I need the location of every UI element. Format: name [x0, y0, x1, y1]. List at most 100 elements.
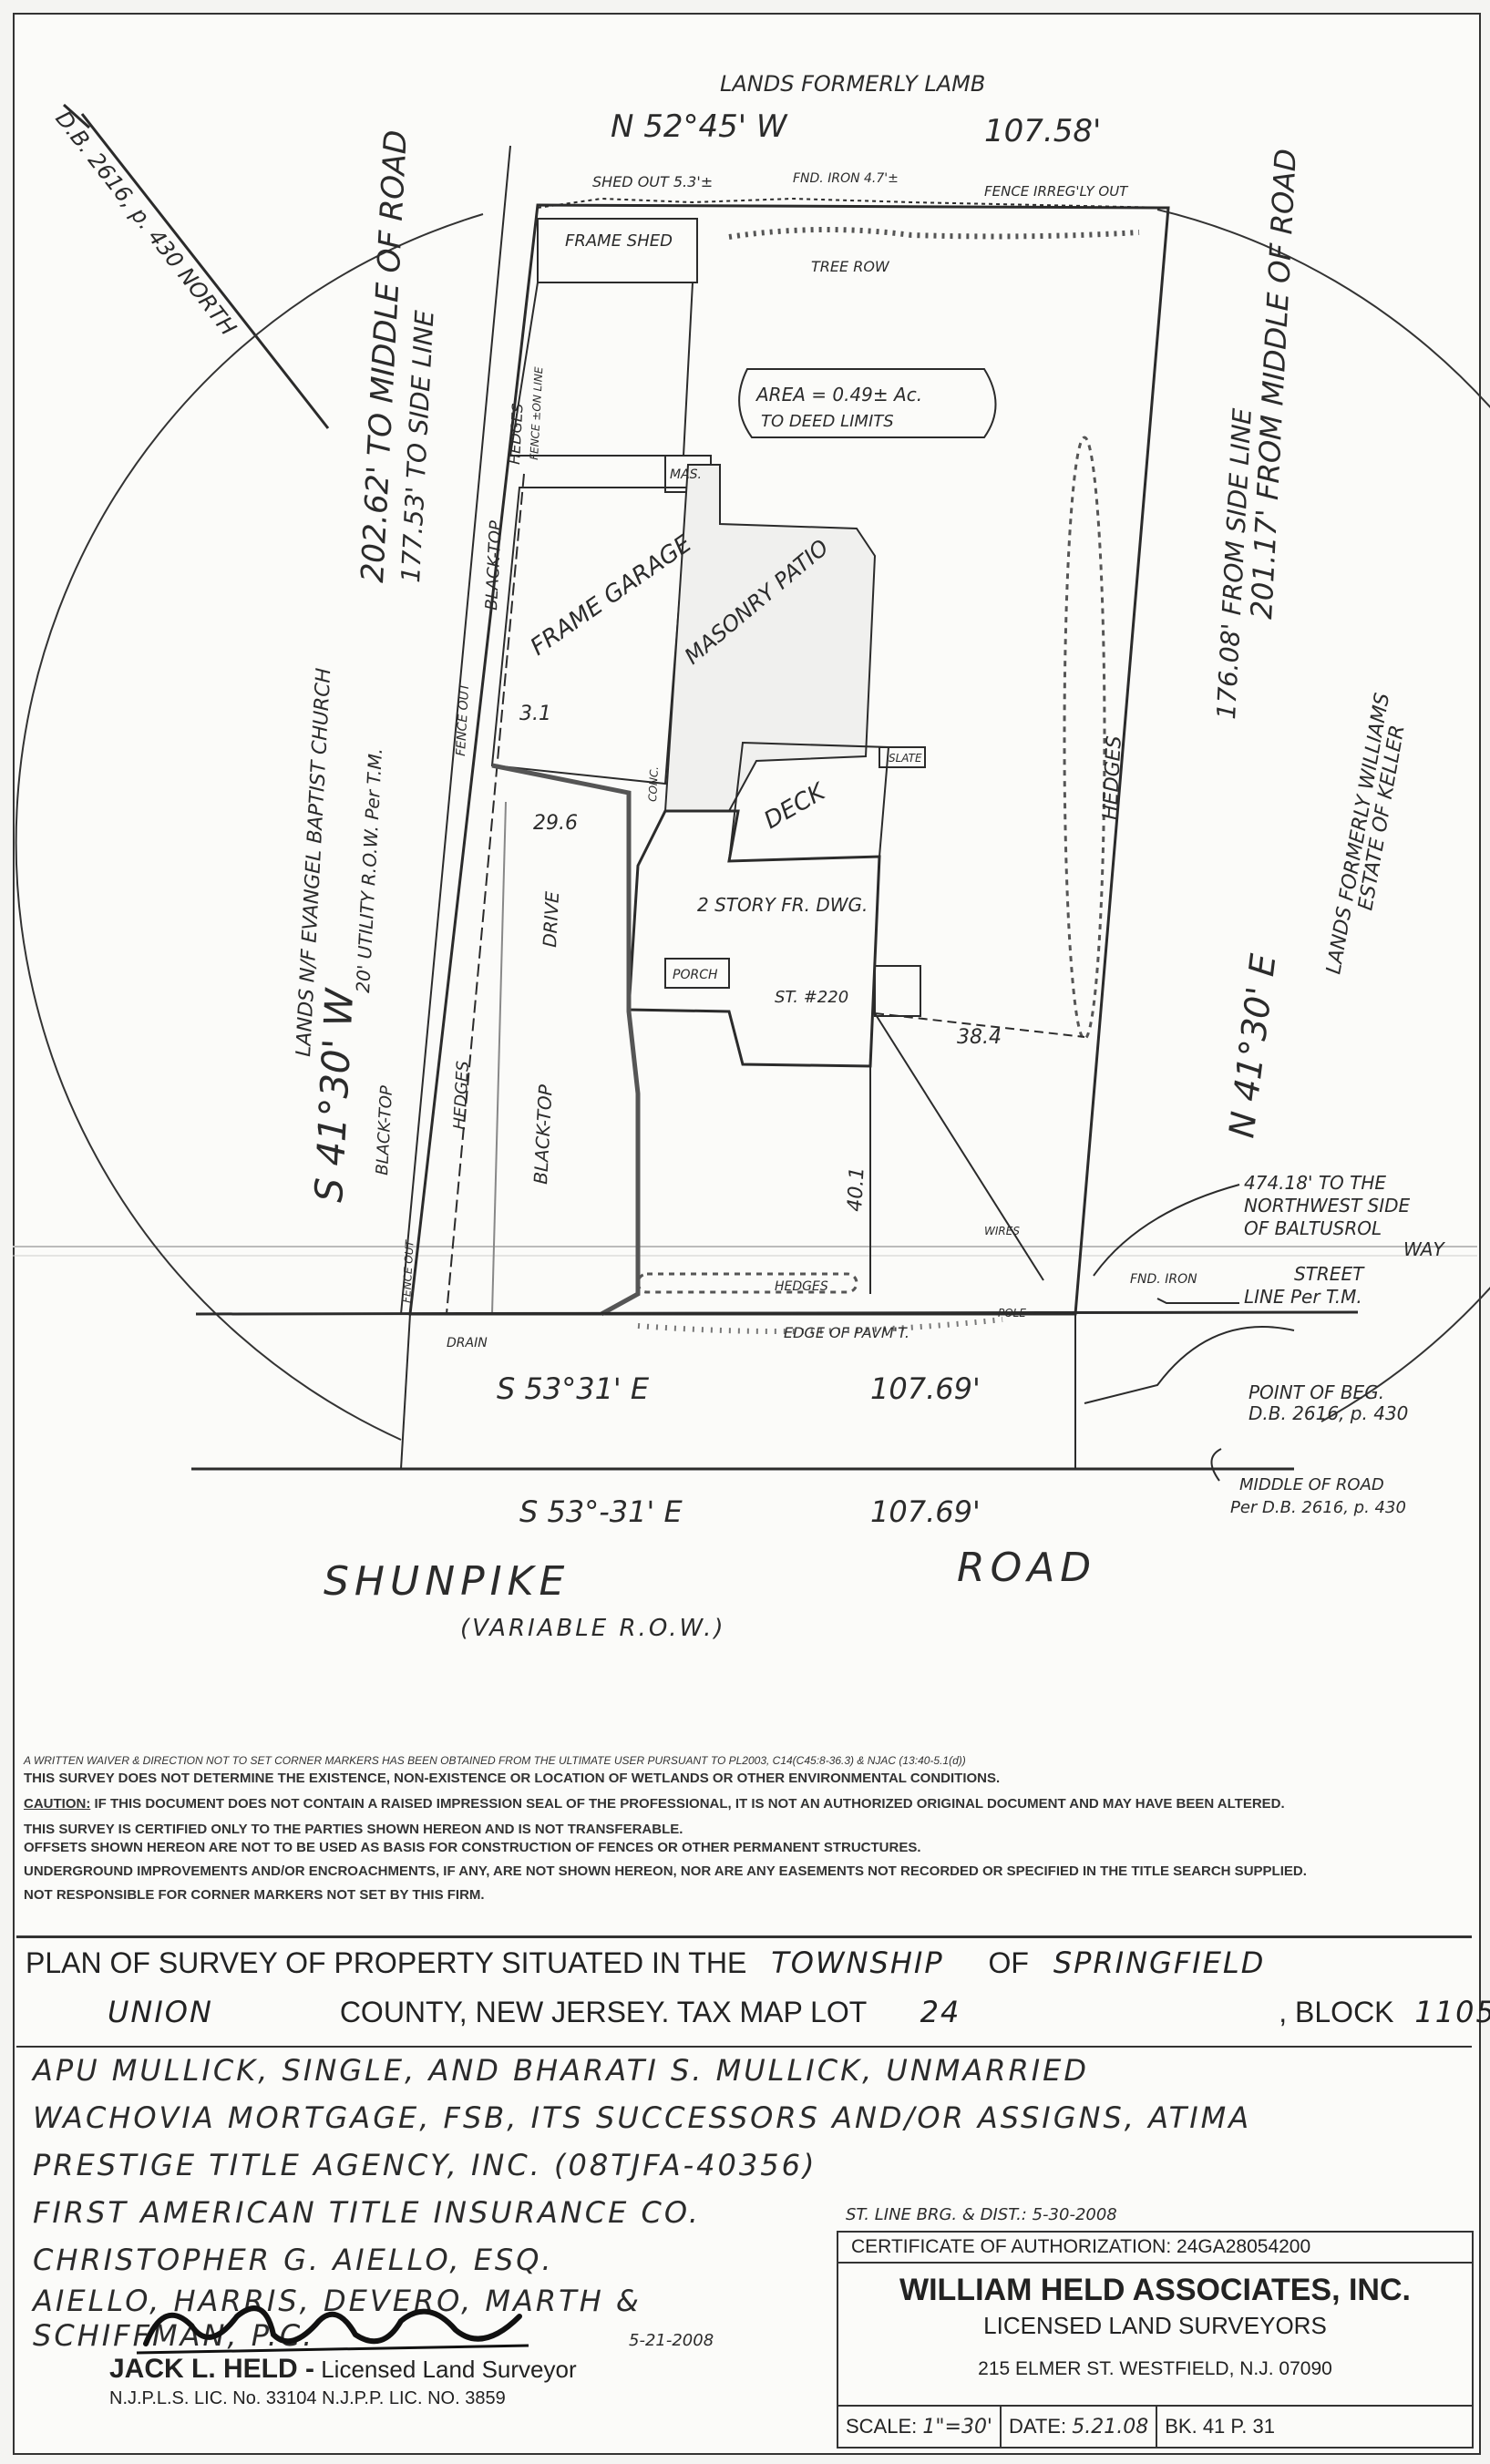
hedges-front	[636, 1272, 858, 1294]
utility-row-line	[446, 473, 525, 1315]
house	[627, 809, 881, 1068]
leader-beg	[1084, 1326, 1295, 1404]
signature-mark	[136, 2305, 529, 2355]
drive-label: DRIVE	[539, 890, 563, 948]
party-7: SCHIFFMAN, P.C.	[33, 2318, 315, 2353]
slate-label: SLATE	[889, 752, 922, 765]
fence-on-line: FENCE ±ON LINE	[528, 366, 545, 460]
title-block: PLAN OF SURVEY OF PROPERTY SITUATED IN T…	[16, 1935, 1490, 2048]
note-offsets: OFFSETS SHOWN HEREON ARE NOT TO BE USED …	[24, 1840, 921, 1855]
caution-label: CAUTION:	[24, 1796, 91, 1812]
survey-plan: D.B. 2616, p. 430 NORTH LANDS FORMER	[13, 71, 1490, 1642]
bearing-road: S 53°-31' E	[519, 1494, 683, 1529]
bearing-front: S 53°31' E	[497, 1371, 650, 1406]
note-underground: UNDERGROUND IMPROVEMENTS AND/OR ENCROACH…	[24, 1863, 1307, 1879]
east-from-middle: 201.17' FROM MIDDLE OF ROAD	[1244, 148, 1303, 620]
northwest-4: WAY	[1403, 1238, 1445, 1260]
scale-cell: SCALE: 1"=30'	[838, 2407, 1002, 2447]
county: UNION	[108, 1995, 213, 2029]
title-line-1: PLAN OF SURVEY OF PROPERTY SITUATED IN T…	[26, 1946, 1265, 1980]
road-name-2: ROAD	[957, 1545, 1096, 1591]
street-line-1: STREET	[1294, 1263, 1365, 1285]
sign-date: 5-21-2008	[629, 2331, 714, 2350]
surveyor-role: Licensed Land Surveyor	[314, 2356, 577, 2383]
leader-mid	[1210, 1448, 1222, 1482]
bearing-east: N 41°30' E	[1221, 951, 1283, 1140]
area-bracket	[738, 368, 997, 438]
st-line-note: ST. LINE BRG. & DIST.: 5-30-2008	[846, 2205, 1117, 2224]
northwest-2: NORTHWEST SIDE	[1244, 1195, 1411, 1217]
fence-north	[537, 197, 1169, 209]
mid-road-2: Per D.B. 2616, p. 430	[1230, 1498, 1406, 1517]
mas-label: MAS.	[670, 467, 702, 482]
area-sub: TO DEED LIMITS	[761, 412, 894, 431]
company-subtitle: LICENSED LAND SURVEYORS	[983, 2312, 1327, 2339]
note-waiver: A WRITTEN WAIVER & DIRECTION NOT TO SET …	[24, 1754, 966, 1767]
party-4: FIRST AMERICAN TITLE INSURANCE CO.	[33, 2195, 701, 2230]
scale-value: 1"=30'	[922, 2416, 992, 2438]
pavement-edge	[637, 1317, 1003, 1335]
company-address: 215 ELMER ST. WESTFIELD, N.J. 07090	[978, 2358, 1332, 2379]
note-wetlands: THIS SURVEY DOES NOT DETERMINE THE EXIST…	[24, 1771, 1001, 1786]
caution-text: IF THIS DOCUMENT DOES NOT CONTAIN A RAIS…	[90, 1796, 1285, 1812]
wire-line	[874, 1012, 1044, 1281]
note-certified: THIS SURVEY IS CERTIFIED ONLY TO THE PAR…	[24, 1822, 683, 1837]
pole-label: POLE	[998, 1307, 1026, 1319]
date-cell: DATE: 5.21.08	[1002, 2407, 1158, 2447]
survey-sheet	[13, 13, 1481, 2455]
distance-north: 107.58'	[984, 113, 1101, 149]
title-prefix: PLAN OF SURVEY OF PROPERTY SITUATED IN T…	[26, 1946, 747, 1979]
fnd-iron-front: FND. IRON	[1130, 1272, 1197, 1287]
wires-label: WIRES	[984, 1225, 1020, 1237]
company-name: WILLIAM HELD ASSOCIATES, INC.	[899, 2273, 1411, 2307]
utility-label: 20' UTILITY R.O.W. Per T.M.	[352, 747, 386, 993]
county-suffix: COUNTY, NEW JERSEY. TAX MAP LOT	[339, 1996, 867, 2028]
date-label: DATE:	[1008, 2415, 1067, 2438]
hedges-fence-label: HEDGES	[506, 403, 526, 465]
slate-step	[879, 746, 926, 768]
drain-label: DRAIN	[447, 1336, 488, 1350]
frame-garage-label: FRAME GARAGE	[526, 529, 697, 661]
dim-3-1: 3.1	[519, 703, 551, 725]
west-line-to-road	[400, 1313, 411, 1470]
porch-label: PORCH	[673, 968, 718, 982]
distance-front: 107.69'	[870, 1371, 981, 1406]
fence-out-west: FENCE OUT	[454, 682, 472, 756]
fence-out: FENCE IRREG'LY OUT	[984, 183, 1129, 200]
northwest-3: OF BALTUSROL	[1244, 1217, 1382, 1239]
adjoiner-north: LANDS FORMERLY LAMB	[720, 71, 985, 97]
frame-shed-label: FRAME SHED	[565, 231, 673, 251]
bearing-north: N 52°45' W	[611, 108, 788, 145]
road-row: (VARIABLE R.O.W.)	[460, 1615, 726, 1642]
municipality: SPRINGFIELD	[1053, 1946, 1266, 1980]
surveyor-name: JACK L. HELD -	[109, 2354, 314, 2384]
distance-road: 107.69'	[870, 1494, 981, 1529]
driveway-west	[491, 801, 507, 1315]
dim-line-38-4	[874, 1012, 1085, 1038]
dim-40-1: 40.1	[844, 1166, 869, 1212]
lot: 24	[920, 1995, 961, 2029]
street-number: ST. #220	[775, 988, 848, 1007]
cert-label: CERTIFICATE OF AUTHORIZATION:	[851, 2236, 1172, 2257]
scale-label: SCALE:	[846, 2415, 918, 2438]
edge-pavement: EDGE OF PAVM'T.	[784, 1324, 909, 1341]
block-label: , BLOCK	[1279, 1996, 1394, 2028]
road-name-1: SHUNPIKE	[324, 1558, 570, 1605]
company-block: CERTIFICATE OF AUTHORIZATION: 24GA280542…	[837, 2231, 1474, 2449]
tree-row-label: TREE ROW	[811, 258, 890, 275]
mid-road-1: MIDDLE OF ROAD	[1239, 1475, 1384, 1494]
surveyor-name-line: JACK L. HELD - Licensed Land Surveyor	[109, 2354, 766, 2385]
north-arrow-head	[63, 103, 90, 129]
hedges-west-label: HEDGES	[450, 1061, 473, 1131]
municipality-type: TOWNSHIP	[771, 1946, 944, 1980]
porch	[664, 958, 730, 989]
tie-arc-east	[1156, 209, 1490, 1422]
note-markers: NOT RESPONSIBLE FOR CORNER MARKERS NOT S…	[24, 1887, 485, 1903]
house-label: 2 STORY FR. DWG.	[697, 894, 868, 916]
title-of: OF	[988, 1946, 1029, 1979]
party-1: APU MULLICK, SINGLE, AND BHARATI S. MULL…	[33, 2053, 1090, 2088]
party-3: PRESTIGE TITLE AGENCY, INC. (08TJFA-4035…	[33, 2148, 817, 2182]
north-arrow-line	[80, 113, 330, 429]
black-top-drive: BLACK-TOP	[529, 1083, 557, 1185]
tree-row	[728, 226, 1140, 240]
